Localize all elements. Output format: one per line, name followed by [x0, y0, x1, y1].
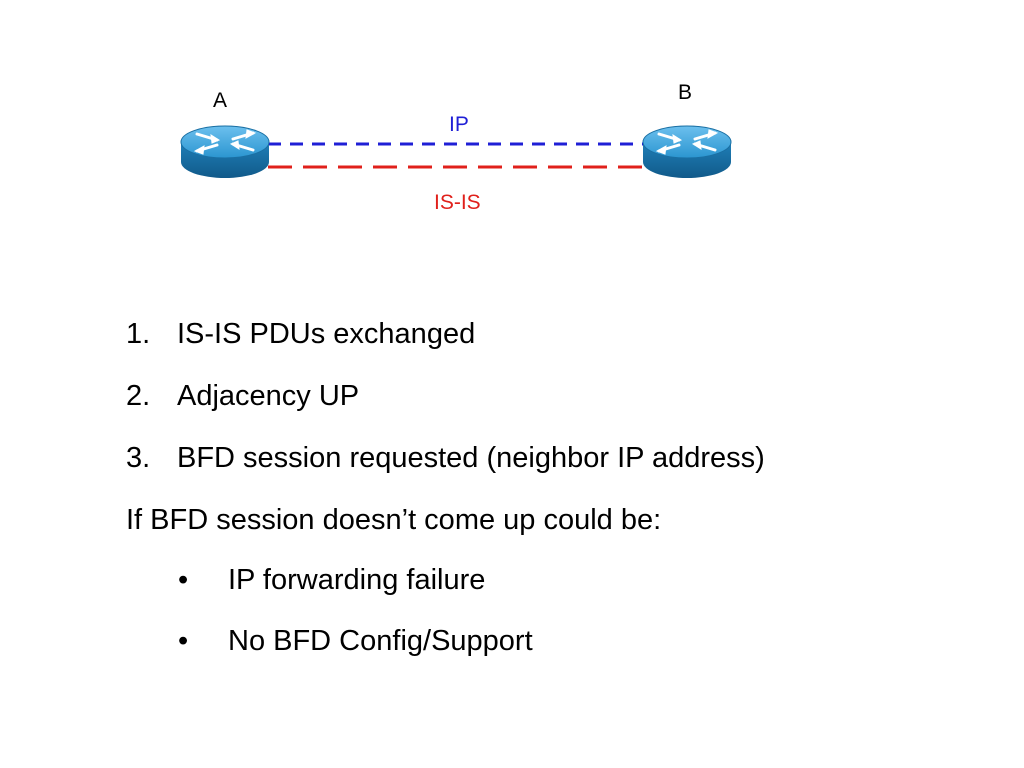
router-b-icon: [641, 124, 733, 180]
cause-text: No BFD Config/Support: [228, 625, 533, 657]
condition-label: If BFD session doesn’t come up could be:: [126, 504, 662, 536]
step-text: Adjacency UP: [177, 380, 360, 412]
bullet: •: [178, 564, 189, 596]
router-a-icon: [179, 124, 271, 180]
step-number: 2.: [126, 380, 151, 412]
step-text: IS-IS PDUs exchanged: [177, 318, 476, 350]
step-number: 3.: [126, 442, 151, 474]
step-number: 1.: [126, 318, 151, 350]
bullet: •: [178, 625, 189, 657]
ip-link-label: IP: [449, 113, 469, 136]
cause-text: IP forwarding failure: [228, 564, 486, 596]
isis-link-label: IS-IS: [434, 191, 481, 214]
network-diagram: A B IP IS-IS: [179, 81, 733, 214]
node-label-b: B: [678, 81, 692, 104]
node-label-a: A: [213, 89, 227, 112]
step-text: BFD session requested (neighbor IP addre…: [177, 442, 765, 474]
